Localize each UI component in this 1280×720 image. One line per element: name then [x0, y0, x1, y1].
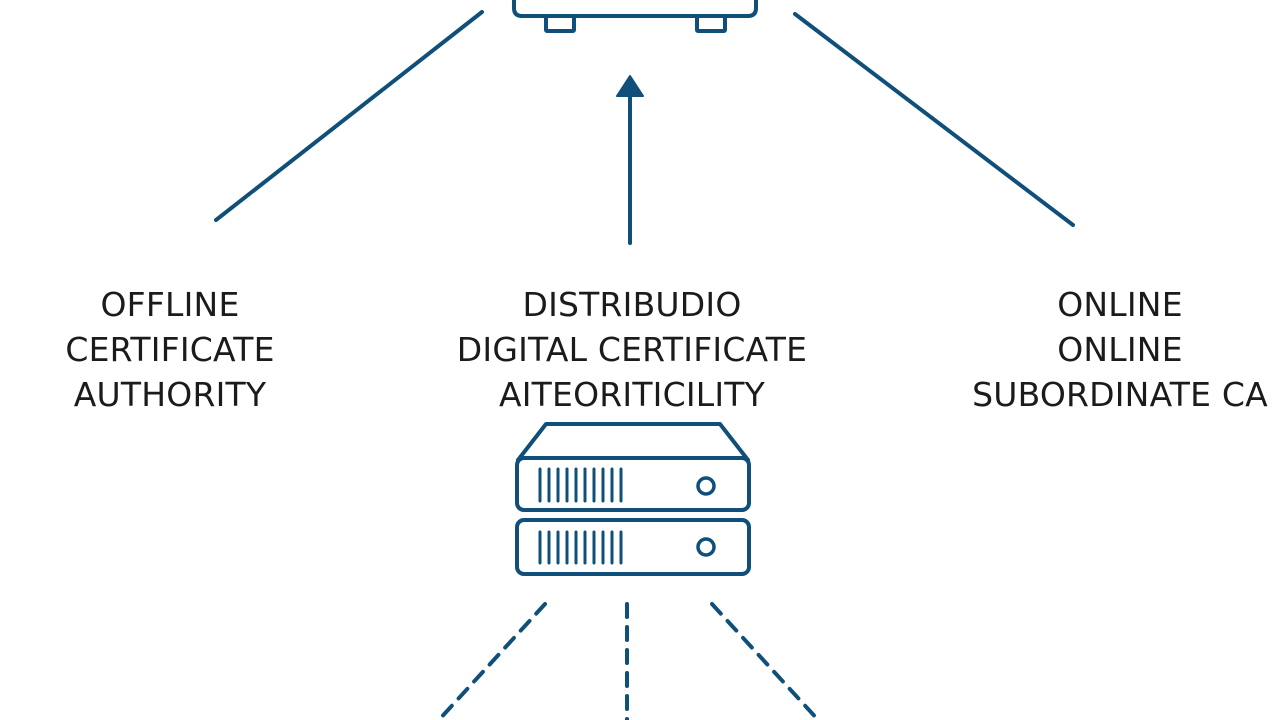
- label-line: DIGITAL CERTIFICATE: [456, 330, 808, 369]
- dashed-line-right: [710, 602, 821, 720]
- label-line: ONLINE: [1057, 285, 1183, 324]
- server-icon: [515, 422, 751, 576]
- label-line: AITEORITICILITY: [498, 375, 766, 414]
- distribution-ca-label: DISTRIBUDIO DIGITAL CERTIFICATE AITEORIT…: [402, 282, 862, 417]
- label-line: OFFLINE: [100, 285, 240, 324]
- label-line: AUTHORITY: [73, 375, 267, 414]
- online-subordinate-ca-label: ONLINE ONLINE SUBORDINATE CA: [890, 282, 1280, 417]
- label-line: CERTIFICATE: [65, 330, 275, 369]
- device-icon: [512, 0, 758, 33]
- dashed-line-left: [436, 602, 547, 720]
- label-line: ONLINE: [1057, 330, 1183, 369]
- offline-ca-label: OFFLINE CERTIFICATE AUTHORITY: [0, 282, 400, 417]
- arrow-up-icon: [616, 75, 644, 97]
- label-line: DISTRIBUDIO: [522, 285, 742, 324]
- connector-line-right: [793, 12, 1075, 227]
- connector-line-left: [214, 10, 484, 222]
- label-line: SUBORDINATE CA: [972, 375, 1268, 414]
